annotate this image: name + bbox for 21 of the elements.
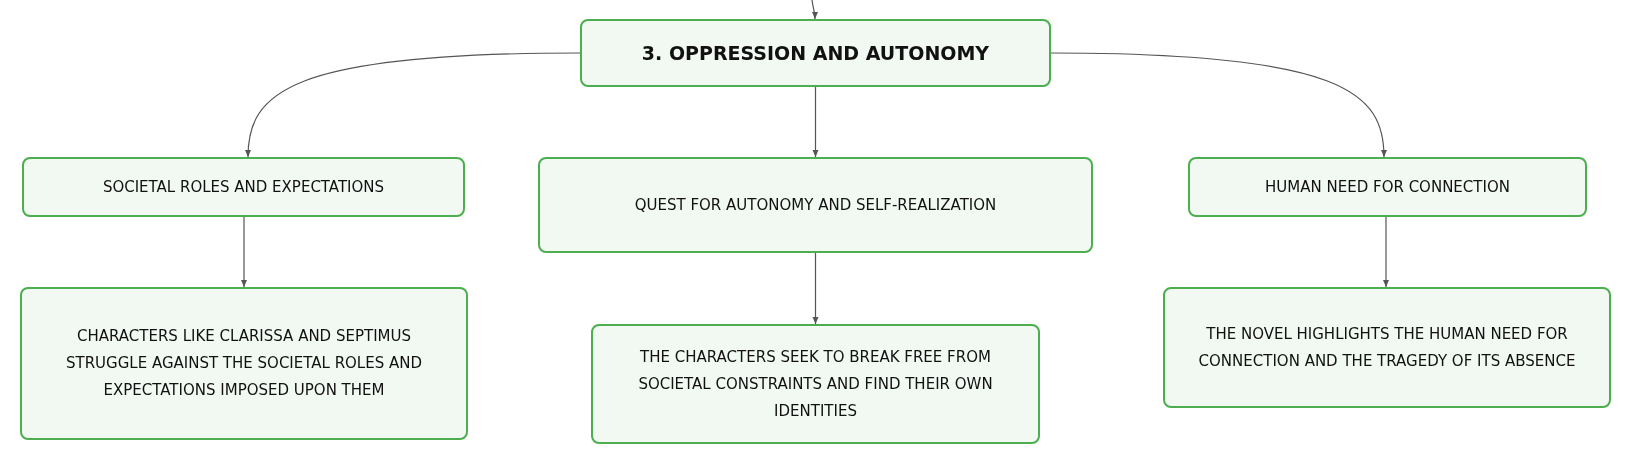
node-text: HUMAN NEED FOR CONNECTION — [1265, 176, 1510, 198]
subtopic-box — [1188, 157, 1587, 217]
connector-arrow — [1050, 52, 1387, 158]
subtopic-box — [1163, 287, 1611, 408]
node-text: THE CHARACTERS SEEK TO BREAK FREE FROM SOCIETAL CONSTRAINTS AND FIND THEIR OWN IDENTITIES — [637, 346, 994, 422]
subtopic-box — [538, 157, 1093, 253]
subtopic-box — [591, 324, 1040, 444]
node-text: CHARACTERS LIKE CLARISSA AND SEPTIMUS STRUGGLE AGAINST THE SOCIETAL ROLES AND EXPECTATIONS IMPOSED UPON THEM — [64, 326, 424, 401]
subtopic-box — [22, 157, 465, 217]
connector-arrow — [812, 86, 819, 158]
node-text: QUEST FOR AUTONOMY AND SELF-REALIZATION — [634, 194, 997, 216]
topic-box — [580, 19, 1051, 87]
connector-arrow — [812, 252, 819, 325]
node-text: 3. OPPRESSION AND AUTONOMY — [641, 40, 990, 66]
node-text: SOCIETAL ROLES AND EXPECTATIONS — [102, 176, 385, 198]
subtopic-box — [20, 287, 468, 440]
connector-arrow — [241, 216, 247, 288]
node-text: THE NOVEL HIGHLIGHTS THE HUMAN NEED FOR CONNECTION AND THE TRAGEDY OF ITS ABSENCE — [1197, 323, 1577, 372]
connector-arrow — [245, 52, 581, 158]
connector-arrow — [811, 0, 818, 20]
connector-arrow — [1383, 216, 1389, 288]
